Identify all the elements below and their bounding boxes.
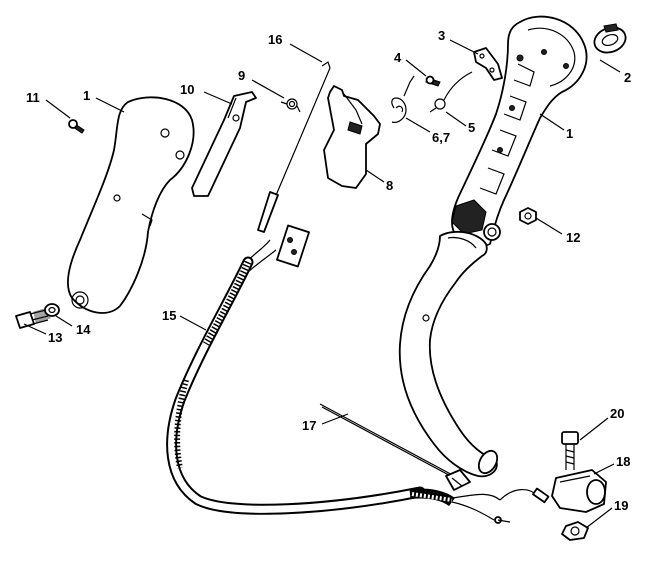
label-part-1-right: 1: [566, 126, 573, 141]
clamp-18: [551, 469, 607, 513]
label-part-10: 10: [180, 82, 194, 97]
screw-4: [425, 75, 441, 87]
part-labels: 1 11 10 9 16 4 3 2 6,7 5 1 8 12 15 13 14…: [26, 28, 631, 513]
bracket-3: [473, 47, 503, 81]
label-part-19: 19: [614, 498, 628, 513]
springs-6-7: [391, 75, 415, 123]
throttle-trigger-8: [323, 85, 381, 189]
label-part-11: 11: [26, 90, 40, 105]
label-part-15: 15: [162, 308, 176, 323]
nut-19: [561, 521, 589, 541]
label-part-20: 20: [610, 406, 624, 421]
label-part-6-7: 6,7: [432, 130, 450, 145]
label-part-18: 18: [616, 454, 630, 469]
throttle-rod-16: [257, 61, 331, 233]
knob-2: [593, 23, 627, 54]
label-part-3: 3: [438, 28, 445, 43]
screw-20: [561, 431, 579, 470]
left-handle-shell: [66, 96, 195, 314]
spring-5: [429, 71, 473, 113]
label-part-8: 8: [386, 178, 393, 193]
label-part-16: 16: [268, 32, 282, 47]
label-part-13: 13: [48, 330, 62, 345]
label-part-17: 17: [302, 418, 316, 433]
label-part-5: 5: [468, 120, 475, 135]
washer-14: [44, 303, 60, 317]
right-handle-housing: [451, 15, 588, 247]
spring-9: [280, 98, 301, 113]
handlebar-tube: [398, 230, 499, 478]
screw-11: [68, 119, 85, 134]
lock-lever-10: [191, 91, 257, 197]
control-cable-15: [166, 224, 550, 524]
label-part-2: 2: [624, 70, 631, 85]
label-part-9: 9: [238, 68, 245, 83]
leader-lines: [23, 39, 621, 529]
label-part-14: 14: [76, 322, 91, 337]
label-part-4: 4: [394, 50, 402, 65]
label-part-1-left: 1: [83, 88, 90, 103]
label-part-12: 12: [566, 230, 580, 245]
nut-12: [519, 207, 537, 225]
